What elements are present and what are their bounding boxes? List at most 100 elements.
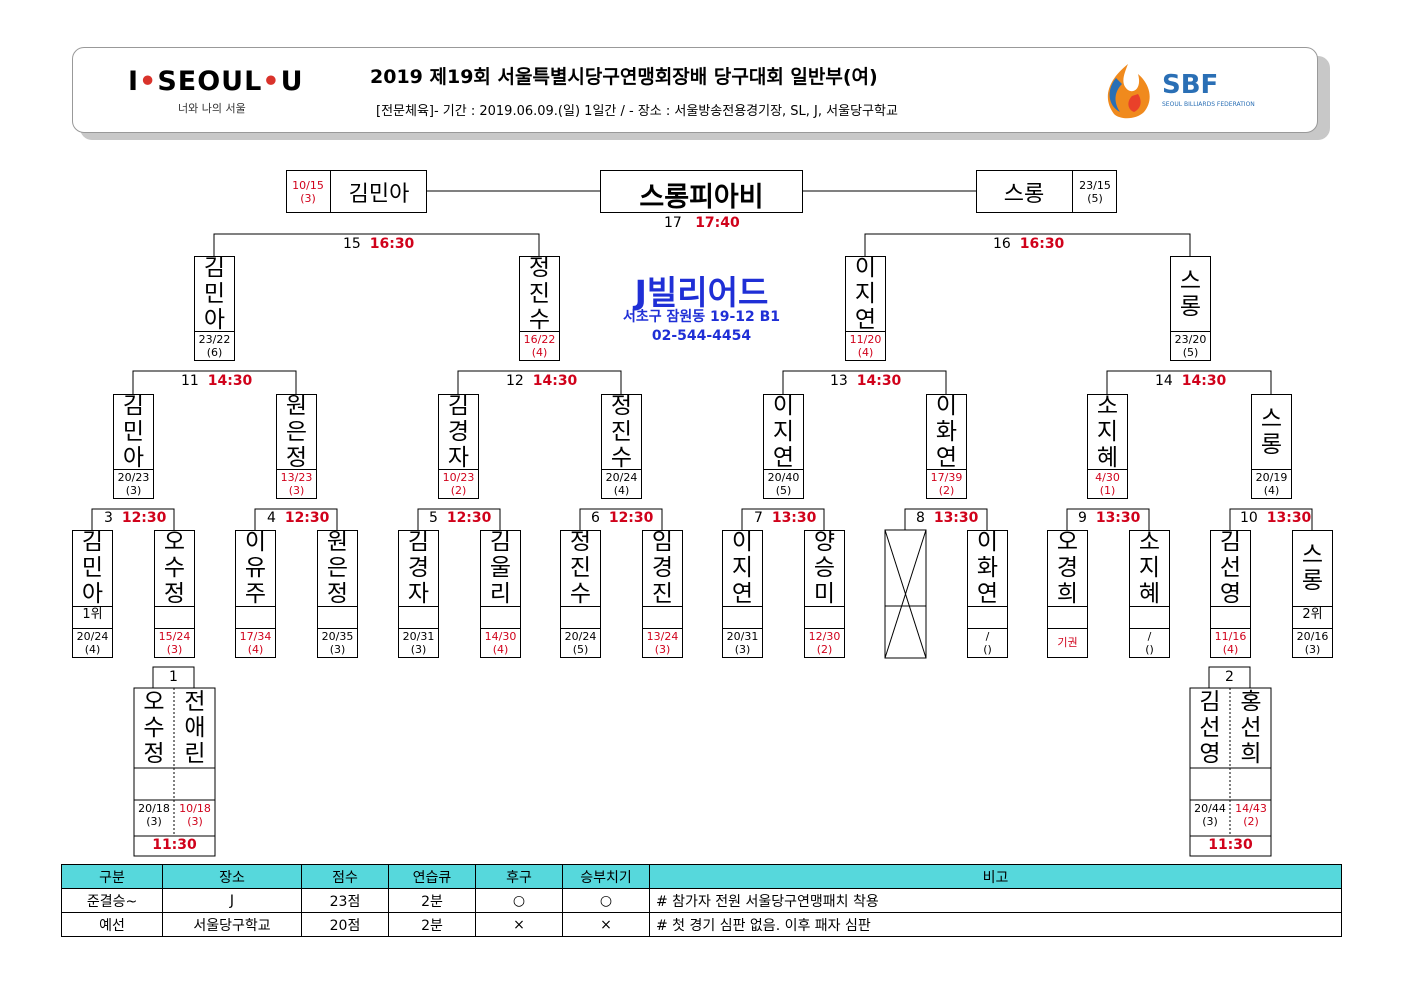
table-cell: # 첫 경기 심판 없음. 이후 패자 심판 xyxy=(649,912,1342,937)
score: 4/30(1) xyxy=(1087,471,1128,497)
divider xyxy=(194,331,235,332)
divider xyxy=(1292,628,1333,629)
player-name-char: 자 xyxy=(407,581,430,607)
divider xyxy=(235,606,276,607)
divider xyxy=(1047,628,1088,629)
divider xyxy=(330,170,331,213)
table-cell: 20점 xyxy=(301,912,389,937)
player-box xyxy=(1292,530,1333,658)
match-time: 13:30 xyxy=(1266,510,1312,526)
innings: () xyxy=(983,643,992,656)
page-title: 2019 제19회 서울특별시당구연맹회장배 당구대회 일반부(여) xyxy=(370,66,878,88)
logo-subtext: 너와 나의 서울 xyxy=(178,102,246,115)
player-box xyxy=(154,530,195,658)
player-name-char: 은 xyxy=(285,418,308,445)
score-value: 20/23 xyxy=(117,471,150,484)
player-name-char: 경 xyxy=(447,418,470,445)
match-3-label: 3 12:30 xyxy=(104,510,166,526)
sbf-flame-icon xyxy=(1107,64,1150,119)
player-name-char: 수 xyxy=(143,715,165,741)
player-box xyxy=(1047,530,1088,658)
match-2-time: 11:30 xyxy=(1208,837,1253,853)
player-name-char: 오 xyxy=(143,689,165,715)
match-1-number: 1 xyxy=(169,669,178,685)
innings: (3) xyxy=(146,815,162,828)
innings: (2) xyxy=(450,484,467,497)
player-name-char: 연 xyxy=(976,581,999,607)
innings: (4) xyxy=(492,643,509,656)
innings: (4) xyxy=(84,643,101,656)
player-name-char: 희 xyxy=(1056,581,1079,607)
score: 16/22(4) xyxy=(519,333,560,359)
match-number: 3 xyxy=(104,510,113,526)
match-number: 9 xyxy=(1078,510,1087,526)
match-16-label: 16 16:30 xyxy=(993,236,1064,252)
innings: (1) xyxy=(1099,484,1116,497)
seed-rank: 2위 xyxy=(1302,607,1323,622)
score: 20/31(3) xyxy=(398,630,439,656)
player-name-char: 수 xyxy=(163,555,186,581)
divider xyxy=(722,628,763,629)
player-name-char: 전 xyxy=(184,689,206,715)
score-value: 20/35 xyxy=(321,630,354,643)
player-box xyxy=(642,530,683,658)
innings: (3) xyxy=(187,815,203,828)
score-value: / xyxy=(985,630,990,643)
score-value: 23/20 xyxy=(1174,333,1207,346)
player-name-char: 아 xyxy=(122,444,145,471)
header-cell: 비고 xyxy=(649,864,1342,889)
table-cell: 2분 xyxy=(388,912,476,937)
match-number: 14 xyxy=(1155,373,1173,389)
match-number: 10 xyxy=(1240,510,1258,526)
player-name-char: 경 xyxy=(651,555,674,581)
player-box xyxy=(317,530,358,658)
champion-name: 스롱피아비 xyxy=(639,182,764,213)
innings: (3) xyxy=(1202,815,1218,828)
venue-phone: 02-544-4454 xyxy=(651,328,752,344)
final-right-name: 스롱 xyxy=(1003,182,1045,207)
venue-name: J빌리어드 xyxy=(634,273,769,312)
divider xyxy=(560,606,601,607)
score: 13/24(3) xyxy=(642,630,683,656)
score-value: 기권 xyxy=(1057,636,1078,649)
innings: (3) xyxy=(288,484,305,497)
player-box xyxy=(72,530,113,658)
player-box xyxy=(1170,256,1211,361)
player-name-char: 정 xyxy=(569,529,592,555)
player-name-char: 이 xyxy=(854,254,877,281)
divider xyxy=(722,606,763,607)
player-name-char: 영 xyxy=(1219,581,1242,607)
innings: (4) xyxy=(857,346,874,359)
player-box xyxy=(845,256,886,361)
player-name-char: 스 xyxy=(1260,405,1283,432)
divider xyxy=(317,606,358,607)
divider xyxy=(1087,469,1128,470)
match-time: 12:30 xyxy=(121,510,167,526)
player-name-char: 이 xyxy=(935,392,958,419)
divider xyxy=(1129,628,1170,629)
table-row: 준결승~ J 23점 2분 ○ ○ # 참가자 전원 서울당구연맹패치 착용 xyxy=(61,888,1342,913)
score: 기권 xyxy=(1047,636,1088,649)
player-name-char: 김 xyxy=(122,392,145,419)
match-time: 13:30 xyxy=(933,510,979,526)
player-name-char: 민 xyxy=(122,418,145,445)
innings: (2) xyxy=(1243,815,1259,828)
match-time: 14:30 xyxy=(532,373,578,389)
score: 12/30(2) xyxy=(804,630,845,656)
innings: (3) xyxy=(734,643,751,656)
player-name-char: 애 xyxy=(184,715,206,741)
match-time: 12:30 xyxy=(284,510,330,526)
player-box xyxy=(722,530,763,658)
player-name-char: 롱 xyxy=(1301,568,1324,594)
